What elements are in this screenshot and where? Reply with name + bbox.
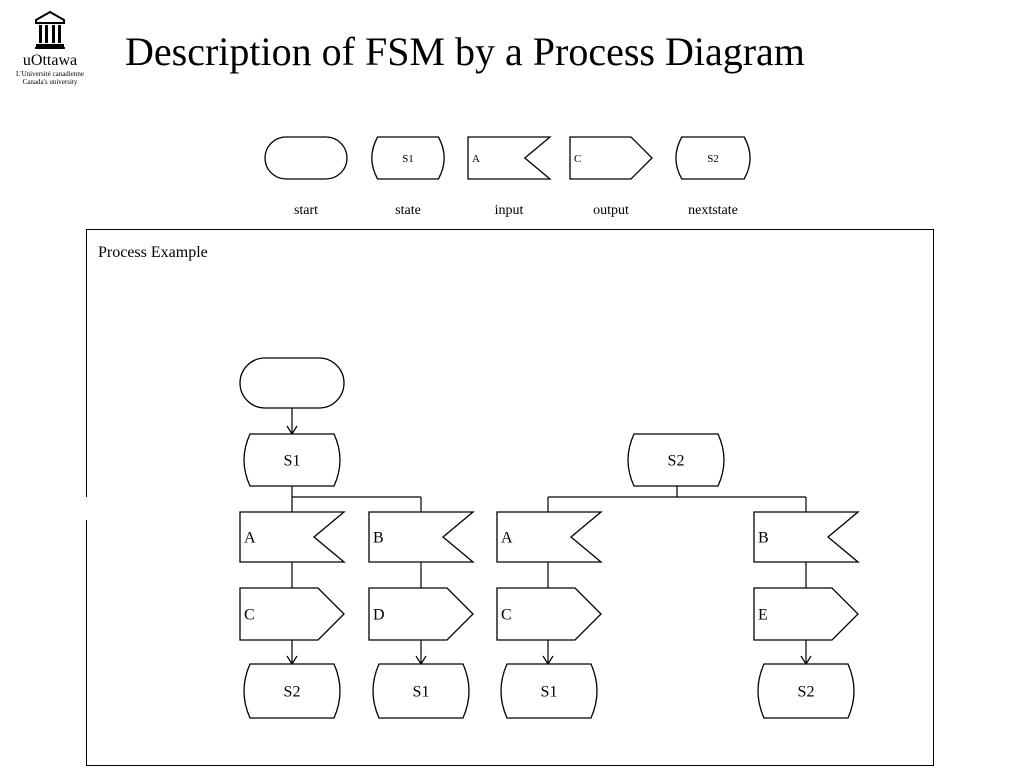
logo-tagline-en: Canada's university — [22, 78, 78, 86]
node-out-c-1-shape — [239, 587, 345, 641]
node-next-s2-2-label: S2 — [798, 684, 815, 701]
node-s1-label: S1 — [284, 453, 301, 470]
legend-output-symbol-label: C — [574, 153, 581, 165]
legend-label-input: input — [494, 203, 524, 218]
node-in-b-1-label: B — [373, 530, 384, 547]
node-out-d-1-shape — [368, 587, 474, 641]
node-in-b-1-shape — [368, 511, 475, 563]
node-next-s1-1: S1 — [372, 663, 470, 719]
node-next-s2-1-shape — [243, 663, 341, 719]
legend-output-symbol: C — [569, 136, 653, 180]
node-next-s2-2: S2 — [757, 663, 855, 719]
legend-start-symbol-shape — [264, 136, 348, 180]
node-in-a-2-label: A — [501, 530, 513, 547]
panel-left-border-top — [86, 229, 87, 497]
legend-input-symbol: A — [467, 136, 552, 180]
node-in-a-1-label: A — [244, 530, 256, 547]
node-out-e-2: E — [753, 587, 859, 641]
legend-nextstate-symbol-label: S2 — [707, 153, 719, 165]
node-next-s2-2-shape — [757, 663, 855, 719]
panel-left-border-bottom — [86, 520, 87, 766]
legend-label-output: output — [593, 203, 629, 218]
legend-state-symbol-label: S1 — [402, 153, 414, 165]
legend-start-symbol — [264, 136, 348, 180]
legend: S1 A C S2 — [264, 136, 751, 180]
legend-nextstate-symbol-shape — [675, 136, 751, 180]
node-in-a-1-shape — [239, 511, 346, 563]
legend-label-state: state — [395, 203, 421, 218]
legend-label-start: start — [293, 203, 319, 218]
legend-nextstate-symbol: S2 — [675, 136, 751, 180]
node-out-e-2-shape — [753, 587, 859, 641]
slide-title: Description of FSM by a Process Diagram — [125, 29, 805, 74]
logo-tagline-fr: L'Université canadienne — [16, 70, 84, 78]
node-next-s1-2: S1 — [500, 663, 598, 719]
node-s2-label: S2 — [668, 453, 685, 470]
panel-title: Process Example — [98, 244, 208, 261]
node-out-c-2: C — [496, 587, 602, 641]
node-start-shape — [239, 357, 345, 409]
node-in-a-2: A — [496, 511, 603, 563]
legend-output-symbol-shape — [569, 136, 653, 180]
legend-state-symbol: S1 — [371, 136, 445, 180]
node-in-b-2-label: B — [758, 530, 769, 547]
legend-input-symbol-label: A — [472, 153, 480, 165]
node-out-e-2-label: E — [758, 607, 768, 624]
node-in-b-1: B — [368, 511, 475, 563]
node-in-b-2: B — [753, 511, 860, 563]
legend-input-symbol-shape — [467, 136, 552, 180]
node-s2-shape — [627, 433, 725, 487]
node-in-a-2-shape — [496, 511, 603, 563]
node-out-c-1: C — [239, 587, 345, 641]
logo-wordmark: uOttawa — [22, 52, 78, 69]
node-in-a-1: A — [239, 511, 346, 563]
node-in-b-2-shape — [753, 511, 860, 563]
node-next-s2-1-label: S2 — [284, 684, 301, 701]
node-start — [239, 357, 345, 409]
process-example-panel — [86, 229, 934, 766]
node-s1-shape — [243, 433, 341, 487]
node-out-c-2-label: C — [501, 607, 512, 624]
node-out-d-1-label: D — [373, 607, 385, 624]
node-s1: S1 — [243, 433, 341, 487]
node-out-c-2-shape — [496, 587, 602, 641]
node-s2: S2 — [627, 433, 725, 487]
node-next-s1-2-label: S1 — [541, 684, 558, 701]
node-next-s1-1-label: S1 — [413, 684, 430, 701]
node-next-s1-1-shape — [372, 663, 470, 719]
node-next-s2-1: S2 — [243, 663, 341, 719]
university-building-icon — [35, 10, 65, 49]
node-out-d-1: D — [368, 587, 474, 641]
legend-label-nextstate: nextstate — [688, 203, 738, 218]
legend-state-symbol-shape — [371, 136, 445, 180]
uottawa-logo: uOttawa L'Université canadienne Canada's… — [8, 10, 92, 110]
node-out-c-1-label: C — [244, 607, 255, 624]
node-next-s1-2-shape — [500, 663, 598, 719]
